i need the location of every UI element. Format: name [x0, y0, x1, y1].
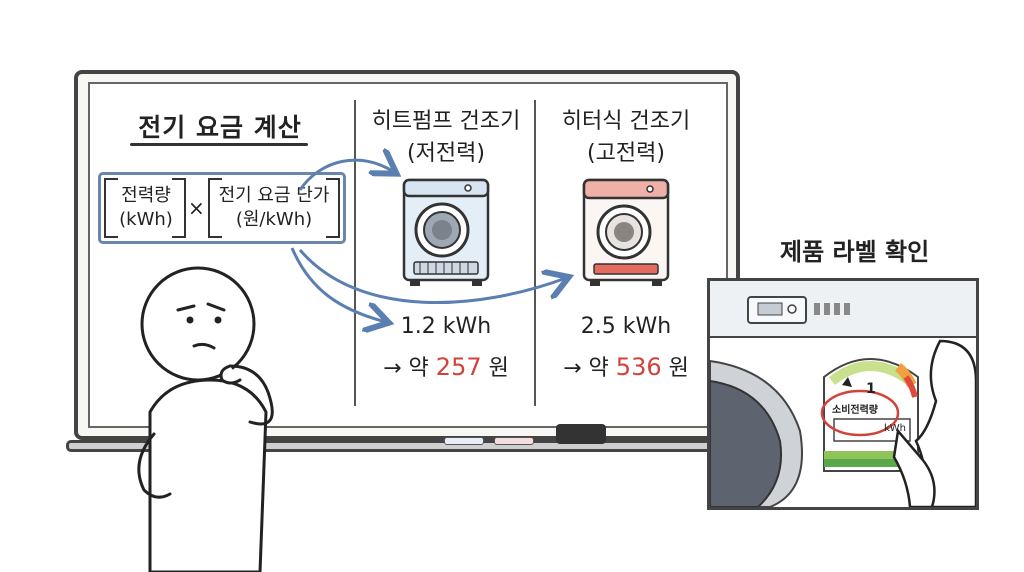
- bracket-left-2: [208, 178, 222, 238]
- heatpump-energy: 1.2 kWh: [400, 314, 492, 339]
- title-underline: [130, 143, 308, 146]
- formula-box: [98, 172, 346, 244]
- heatpump-subtitle: (저전력): [407, 141, 485, 166]
- arrow-to-heatpump: [298, 160, 394, 191]
- page-title: 전기 요금 계산: [138, 113, 302, 142]
- bracket-right-1: [172, 178, 186, 238]
- heatpump-price: → 약 257 원: [356, 350, 536, 382]
- column-divider-1: [354, 100, 356, 406]
- heater-price-value: 536: [615, 353, 662, 381]
- heater-dryer-illustration: [582, 178, 670, 286]
- heatpump-price-value: 257: [435, 353, 482, 381]
- formula-term1-line2: (kWh): [119, 209, 173, 230]
- eraser: [556, 424, 606, 444]
- heatpump-price-unit: 원: [488, 356, 509, 381]
- heatpump-title: 히트펌프 건조기: [371, 109, 521, 134]
- formula-term2: 전기 요금 단가 (원/kWh): [212, 184, 336, 232]
- multiply-operator: ×: [188, 196, 205, 220]
- label-check-panel: 1 소비전력량 kWh: [707, 278, 979, 510]
- formula-term1-line1: 전력량: [121, 185, 171, 206]
- heater-title: 히터식 건조기: [561, 109, 691, 134]
- heater-subtitle: (고전력): [587, 141, 665, 166]
- bracket-left-1: [104, 178, 118, 238]
- red-marker: [494, 437, 534, 445]
- energy-label-text: 소비전력량: [832, 405, 878, 416]
- heatpump-dryer-illustration: [402, 178, 490, 286]
- heater-price-unit: 원: [668, 356, 689, 381]
- energy-label-unit: kWh: [884, 423, 907, 434]
- blue-marker: [444, 437, 484, 445]
- bracket-right-2: [326, 178, 340, 238]
- arrow-to-heatpump-energy: [290, 247, 386, 322]
- heatpump-heading: 히트펌프 건조기 (저전력): [356, 106, 536, 170]
- heater-energy: 2.5 kWh: [580, 314, 672, 339]
- formula-term2-line2: (원/kWh): [235, 209, 313, 230]
- formula-term2-line1: 전기 요금 단가: [218, 185, 330, 206]
- heater-price: → 약 536 원: [536, 350, 716, 382]
- arrow-to-heater: [298, 249, 566, 305]
- label-check-title: 제품 라벨 확인: [780, 238, 930, 266]
- energy-grade: 1: [866, 381, 876, 397]
- dryer-closeup-illustration: [710, 281, 976, 507]
- formula-term1: 전력량 (kWh): [110, 184, 182, 232]
- column-divider-2: [534, 100, 536, 406]
- heatpump-price-prefix: → 약: [383, 356, 429, 381]
- thinking-person-illustration: [137, 266, 274, 572]
- heater-price-prefix: → 약: [563, 356, 609, 381]
- heater-heading: 히터식 건조기 (고전력): [536, 106, 716, 170]
